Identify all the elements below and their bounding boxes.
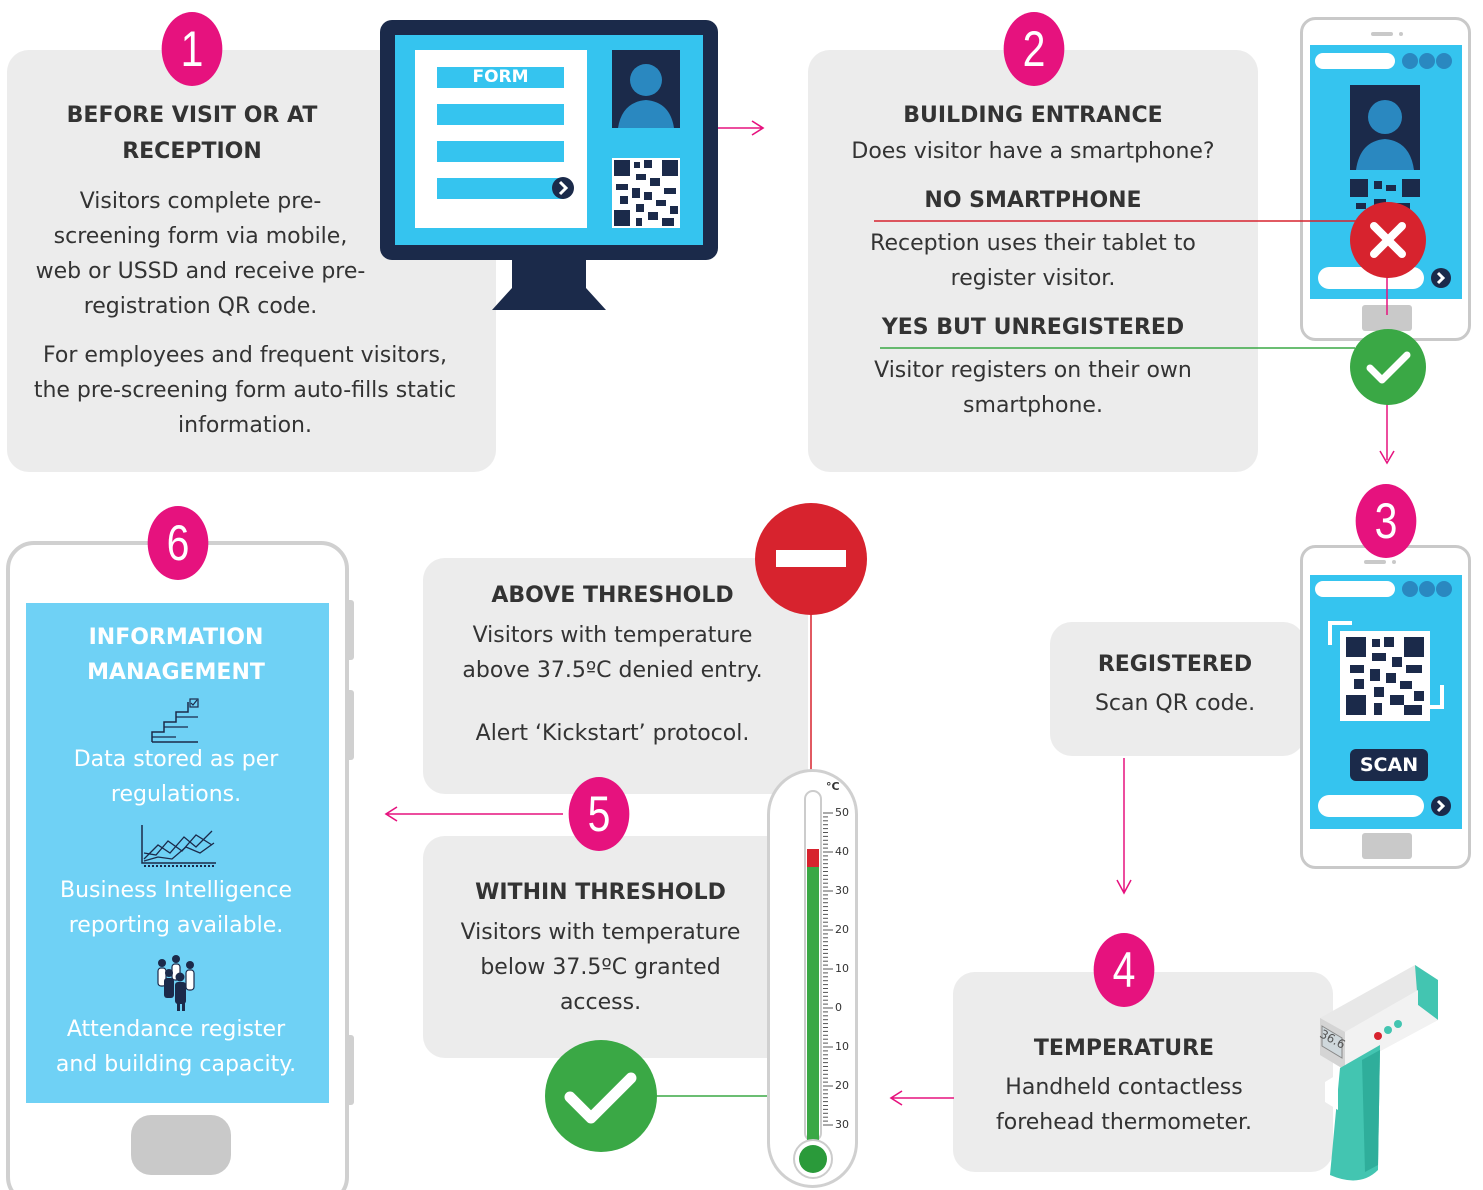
scale-tick-label: 10 <box>835 962 849 975</box>
step1-badge: 1 <box>161 12 223 86</box>
stairs-icon <box>151 698 199 743</box>
step1-note: For employees and frequent visitors, the… <box>33 343 457 438</box>
arrow-right-icon <box>718 120 765 136</box>
step4-panel <box>953 972 1333 1172</box>
step2-no-title: NO SMARTPHONE <box>924 188 1142 213</box>
check-large-icon <box>545 1040 657 1152</box>
step6-item1: Data stored as per regulations. <box>73 747 279 807</box>
decision-lines <box>874 220 1395 465</box>
step5-badge: 5 <box>568 777 630 851</box>
cross-icon <box>1350 202 1426 278</box>
chart-icon <box>141 825 216 867</box>
step4-body: Handheld contactless forehead thermomete… <box>995 1075 1253 1135</box>
step3-body: Scan QR code. <box>1094 691 1256 716</box>
above-threshold-panel <box>423 558 808 794</box>
scale-tick-label: 30 <box>835 1118 849 1131</box>
step1-title: BEFORE VISIT OR AT RECEPTION <box>66 103 318 164</box>
step2-yes-body: Visitor registers on their own smartphon… <box>874 358 1192 418</box>
within-title: WITHIN THRESHOLD <box>475 880 726 905</box>
people-icon <box>157 955 195 1011</box>
scan-button[interactable]: SCAN <box>1359 754 1419 776</box>
scale-tick-label: 50 <box>835 806 849 819</box>
step4-badge: 4 <box>1093 933 1155 1007</box>
step2-panel <box>808 50 1258 472</box>
check-icon <box>1350 329 1426 405</box>
minus-icon <box>755 503 867 615</box>
step2-question: Does visitor have a smartphone? <box>851 139 1215 164</box>
above-body: Visitors with temperature above 37.5ºC d… <box>462 623 763 683</box>
within-body: Visitors with temperature below 37.5ºC g… <box>460 920 741 1015</box>
step6-title: INFORMATION MANAGEMENT <box>87 625 265 685</box>
step3-badge: 3 <box>1355 484 1417 558</box>
scale-tick-label: 20 <box>835 923 849 936</box>
above-note: Alert ‘Kickstart’ protocol. <box>475 721 750 746</box>
scale-tick-label: 30 <box>835 884 849 897</box>
step2-badge: 2 <box>1003 12 1065 86</box>
step2-title: BUILDING ENTRANCE <box>903 103 1163 128</box>
thermometer-unit: °C <box>826 780 840 793</box>
thermometer-gun-icon <box>1320 965 1438 1181</box>
arrow-down-icon <box>1116 758 1132 895</box>
step2-yes-title: YES BUT UNREGISTERED <box>881 315 1185 340</box>
step6-item2: Business Intelligence reporting availabl… <box>59 878 292 938</box>
scale-tick-label: 0 <box>835 1001 842 1014</box>
step4-title: TEMPERATURE <box>1033 1036 1215 1061</box>
step3-panel <box>1050 622 1305 756</box>
form-label: FORM <box>472 67 529 87</box>
scale-tick-label: 10 <box>835 1040 849 1053</box>
within-threshold-panel <box>423 836 808 1058</box>
scale-tick-label: 40 <box>835 845 849 858</box>
step6-item3: Attendance register and building capacit… <box>55 1017 297 1077</box>
monitor-icon <box>380 20 718 310</box>
arrow-left-icon <box>889 1090 954 1106</box>
step1-body: Visitors complete pre-screening form via… <box>35 189 366 319</box>
step3-title: REGISTERED <box>1097 652 1253 677</box>
above-title: ABOVE THRESHOLD <box>491 583 734 608</box>
arrow-left-icon-2 <box>384 806 563 822</box>
step6-badge: 6 <box>147 506 209 580</box>
scan-phone-icon <box>1300 545 1471 869</box>
step2-no-body: Reception uses their tablet to register … <box>870 231 1196 291</box>
scale-tick-label: 20 <box>835 1079 849 1092</box>
thermometer-icon <box>767 769 858 1188</box>
